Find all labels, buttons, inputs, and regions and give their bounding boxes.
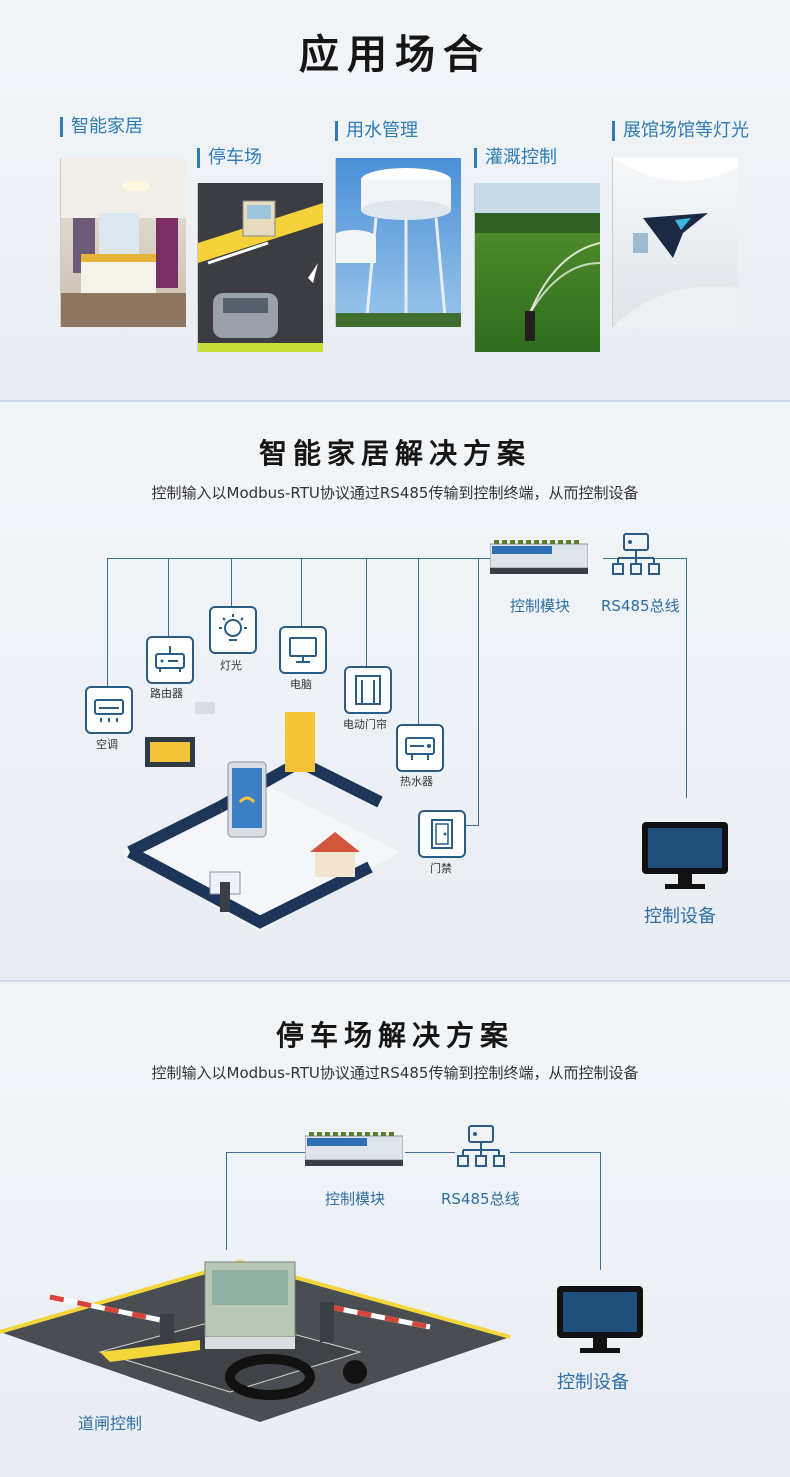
control-module-image (489, 540, 589, 576)
control-device-monitor-icon (555, 1284, 645, 1356)
scene-label-irrigation-control: 灌溉控制 (474, 148, 557, 168)
device-label-router: 路由器 (150, 687, 183, 700)
rs485-bus-label: RS485总线 (441, 1190, 520, 1208)
control-device-label: 控制设备 (644, 906, 716, 927)
application-section: 应用场合 智能家居 停车场 用水管理 (0, 0, 790, 400)
computer-icon (279, 626, 327, 674)
smart-home-illustration (100, 702, 400, 952)
gate-control-label: 道闸控制 (78, 1414, 143, 1433)
parking-solution-title: 停车场解决方案 (275, 1019, 514, 1052)
parking-photo (197, 183, 323, 352)
parking-gate-illustration (0, 1252, 520, 1427)
scene-label-smart-home: 智能家居 (60, 117, 143, 137)
rs485-bus-icon (455, 1124, 507, 1172)
smart-home-solution-subtitle: 控制输入以Modbus-RTU协议通过RS485传输到控制终端，从而控制设备 (151, 484, 639, 502)
router-icon (146, 636, 194, 684)
door-curtain-icon (344, 666, 392, 714)
application-title: 应用场合 (299, 32, 491, 78)
parking-solution-section: 停车场解决方案 控制输入以Modbus-RTU协议通过RS485传输到控制终端，… (0, 982, 790, 1477)
door-access-icon (418, 810, 466, 858)
parking-solution-subtitle: 控制输入以Modbus-RTU协议通过RS485传输到控制终端，从而控制设备 (151, 1064, 639, 1082)
device-label-light: 灯光 (220, 659, 242, 672)
device-label-air-conditioner: 空调 (96, 738, 118, 751)
device-label-door-access: 门禁 (430, 862, 452, 875)
exhibition-hall-photo (612, 158, 738, 327)
scene-label-water-management: 用水管理 (335, 121, 418, 141)
irrigation-photo (474, 183, 600, 352)
section-divider (0, 400, 790, 402)
scene-label-exhibition-lighting: 展馆场馆等灯光 (612, 121, 749, 141)
air-conditioner-icon (85, 686, 133, 734)
device-label-water-heater: 热水器 (400, 775, 433, 788)
smart-home-solution-title: 智能家居解决方案 (258, 437, 531, 470)
device-label-computer: 电脑 (290, 678, 312, 691)
control-module-label: 控制模块 (510, 597, 571, 615)
rs485-bus-label: RS485总线 (601, 597, 680, 615)
scene-label-parking: 停车场 (197, 148, 262, 168)
control-device-monitor-icon (640, 820, 730, 892)
control-module-label: 控制模块 (325, 1190, 386, 1208)
section-divider (0, 980, 790, 982)
control-device-label: 控制设备 (557, 1372, 629, 1393)
light-bulb-icon (209, 606, 257, 654)
water-tower-photo (335, 158, 461, 327)
device-label-door-curtain: 电动门帘 (343, 718, 387, 731)
smart-home-solution-section: 智能家居解决方案 控制输入以Modbus-RTU协议通过RS485传输到控制终端… (0, 402, 790, 980)
smart-home-photo (60, 158, 186, 327)
rs485-bus-icon (610, 532, 662, 580)
control-module-image (304, 1132, 404, 1168)
water-heater-icon (396, 724, 444, 772)
